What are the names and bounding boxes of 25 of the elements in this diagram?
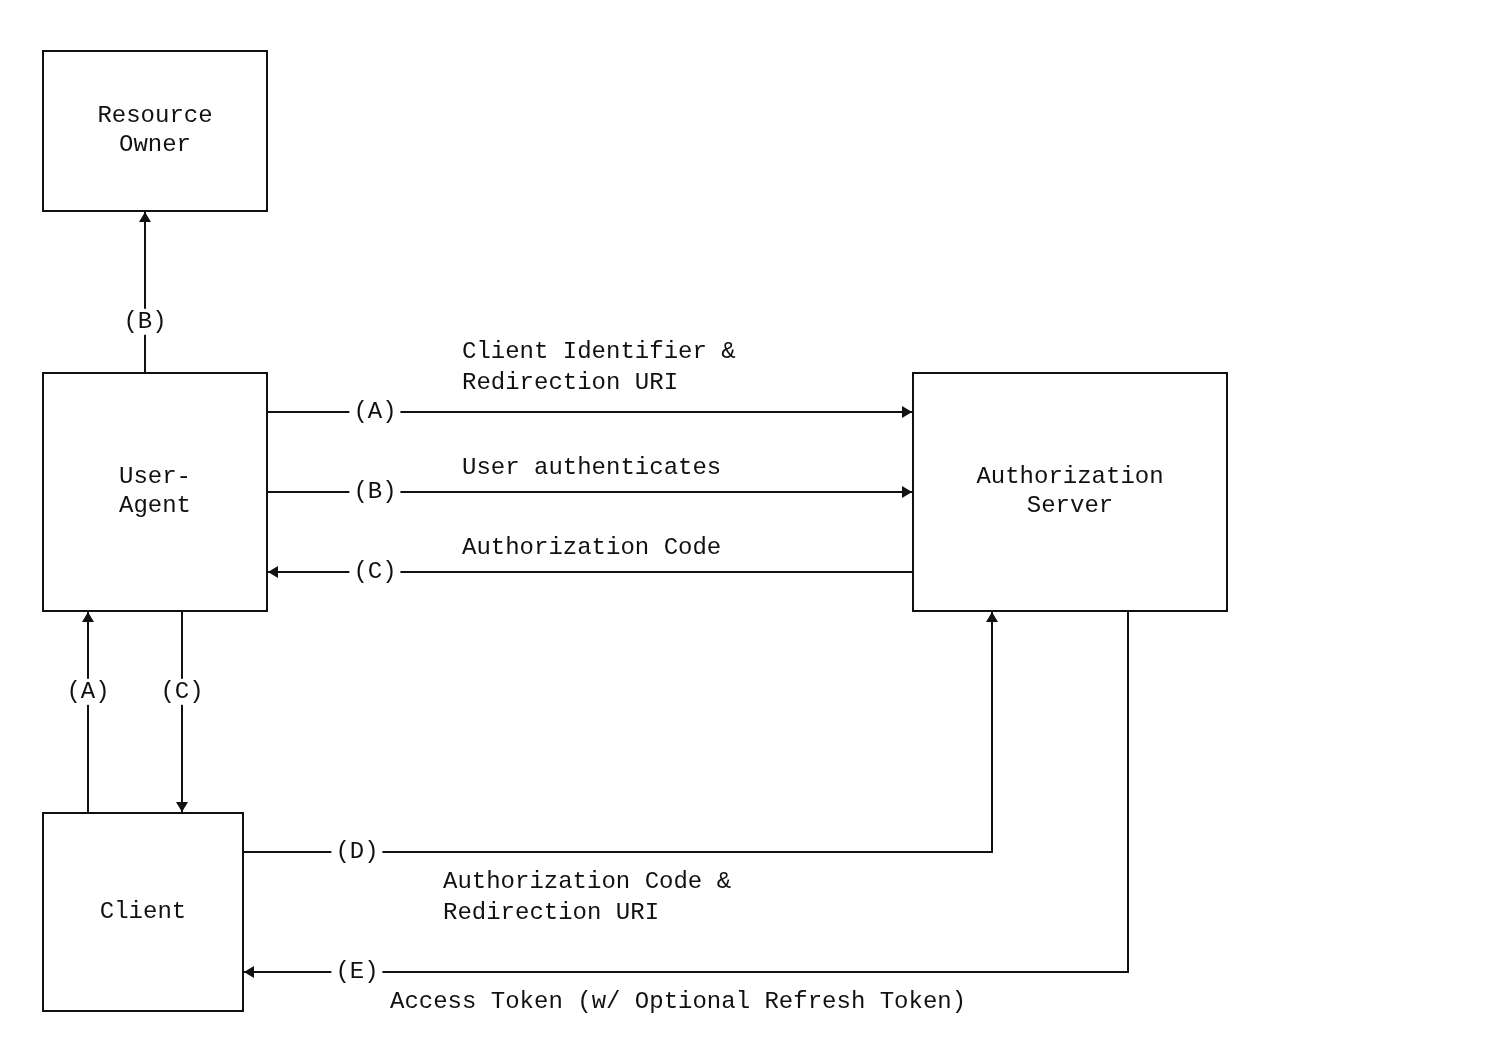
flow-description: Access Token (w/ Optional Refresh Token) (390, 987, 967, 1017)
edge-label: (A) (349, 398, 401, 426)
node-label: Resource Owner (96, 102, 214, 160)
node-label: Authorization Server (975, 463, 1165, 521)
flow-description: Client Identifier & Redirection URI (462, 337, 737, 399)
arrow (267, 406, 913, 418)
box (42, 812, 244, 1012)
box (42, 372, 268, 612)
node-label: User-Agent (118, 463, 192, 521)
edge-label: (C) (349, 558, 401, 586)
flow-description: Authorization Code & Redirection URI (443, 867, 733, 929)
box (42, 50, 268, 212)
node-label: Client (98, 897, 188, 927)
flow-description: User authenticates (462, 453, 722, 483)
edge-label: (B) (349, 478, 401, 506)
edge-label: (D) (331, 838, 383, 866)
box (912, 372, 1228, 612)
arrow (176, 611, 188, 813)
edge-label: (E) (331, 958, 383, 986)
arrow (243, 611, 1129, 978)
arrow (267, 566, 913, 578)
flow-description: Authorization Code (462, 533, 722, 563)
arrow (267, 486, 913, 498)
arrow (243, 611, 998, 853)
arrow (82, 611, 94, 813)
